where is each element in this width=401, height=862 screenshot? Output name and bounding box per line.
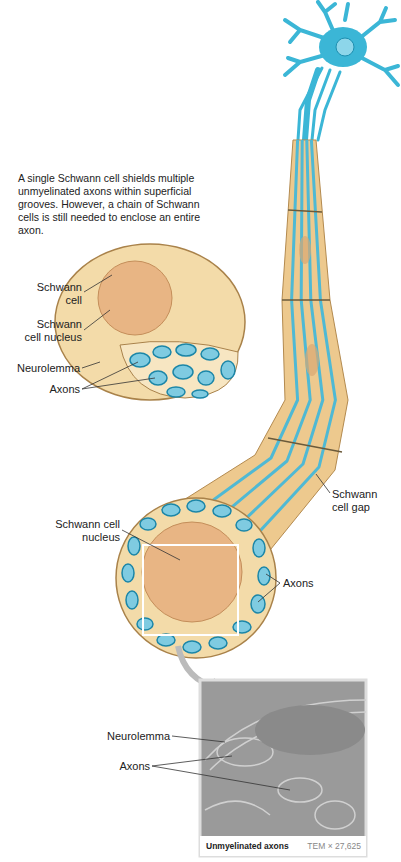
part-label: Schwann cell nucleus: [40, 518, 120, 544]
small-axons: [130, 344, 235, 398]
tem-photo: [200, 680, 366, 856]
part-label: Schwann cell nucleus: [20, 318, 82, 344]
note-text: A single Schwann cell shields multiple u…: [18, 172, 213, 237]
part-label: Schwann cell gap: [332, 488, 392, 514]
tem-membranes: [205, 700, 366, 829]
magnification: TEM × 27,625: [307, 841, 361, 852]
axon-sections: [122, 500, 270, 653]
small-schwann-nucleus: [98, 261, 172, 335]
photo-caption: Unmyelinated axons: [206, 841, 289, 852]
cell-body: [319, 27, 367, 67]
schwann-nucleus: [142, 522, 242, 622]
part-label: Axons: [283, 577, 333, 590]
zoom-box: [143, 545, 238, 635]
small-cross-section: [55, 244, 245, 400]
part-label: Neurolemma: [6, 362, 80, 375]
part-label: Schwann cell: [30, 281, 82, 307]
photo-caption-bar: Unmyelinated axons TEM × 27,625: [200, 836, 366, 856]
cell-nucleus: [336, 38, 354, 56]
schwann-gaps: [268, 210, 342, 452]
neuron: [285, 2, 398, 140]
part-label: Neurolemma: [96, 730, 170, 743]
part-label: Axons: [96, 760, 150, 773]
groove: [120, 341, 238, 398]
part-label: Axons: [30, 383, 80, 396]
schwann-nucleus-side: [299, 236, 311, 264]
schwann-nucleus-side: [305, 344, 319, 376]
tem-nucleus: [255, 705, 365, 755]
cross-section: [116, 498, 276, 658]
